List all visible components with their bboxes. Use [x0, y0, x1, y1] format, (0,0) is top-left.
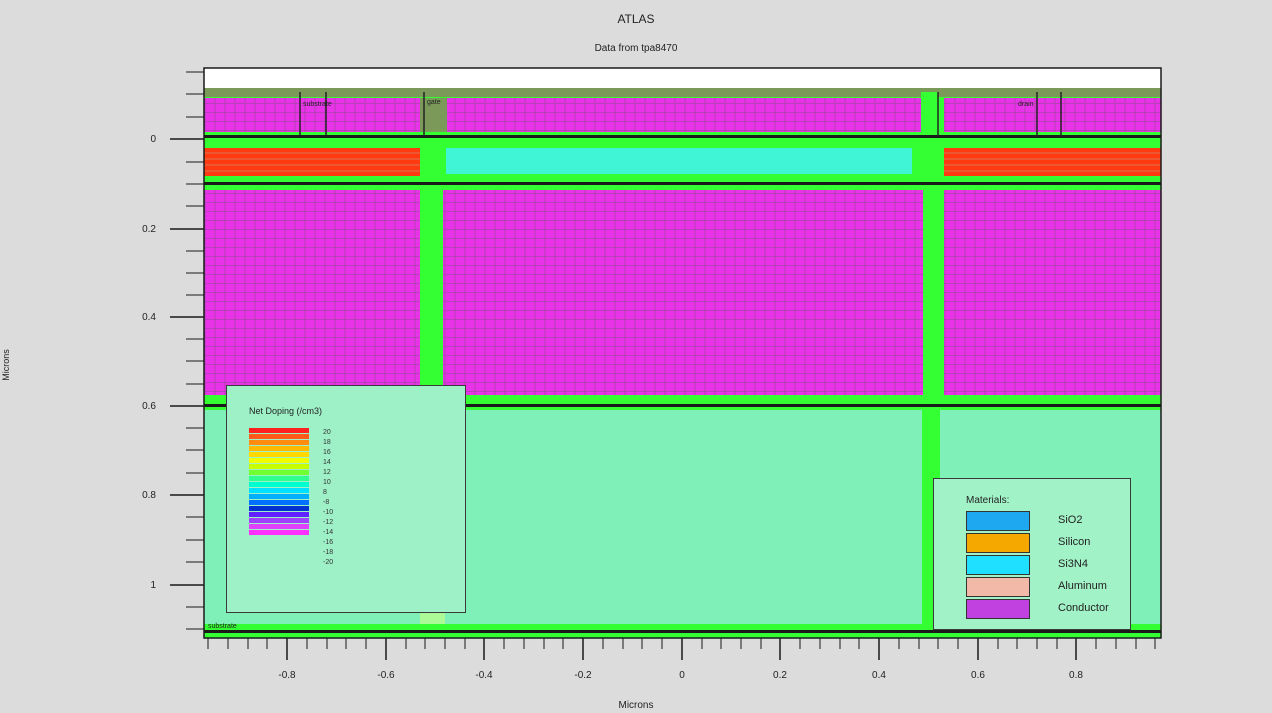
contour-color-band	[249, 428, 309, 433]
region-label: substrate	[208, 623, 237, 630]
contour-value: 16	[323, 449, 331, 456]
x-tick-label: 0.8	[1069, 670, 1083, 681]
material-label: Silicon	[1058, 536, 1091, 548]
material-swatch	[966, 511, 1030, 531]
x-tick-labels: -0.8 -0.6 -0.4 -0.2 0 0.2 0.4 0.6 0.8	[278, 670, 1083, 681]
y-axis-label: Microns	[0, 349, 11, 381]
material-label: Conductor	[1058, 602, 1109, 614]
y-tick-label: 0	[150, 134, 156, 145]
contour-value: 12	[323, 469, 331, 476]
y-tick-label: 0.4	[142, 312, 156, 323]
contour-color-scale	[249, 428, 309, 598]
x-tick-label: 0.2	[773, 670, 787, 681]
plot-subtitle: Data from tpa8470	[594, 43, 678, 54]
contour-color-band	[249, 530, 309, 535]
top-mesh-right	[944, 98, 1161, 132]
contour-color-band	[249, 512, 309, 517]
y-axis-minor-ticks	[186, 71, 204, 630]
x-axis-ticks	[286, 638, 1077, 660]
y-tick-label: 0.8	[142, 490, 156, 501]
y-axis-ticks	[170, 138, 204, 586]
oxide-layer	[204, 88, 1161, 97]
contour-value: 8	[323, 489, 327, 496]
x-tick-label: -0.8	[278, 670, 296, 681]
x-tick-label: 0	[679, 670, 685, 681]
mesh-center-block	[443, 190, 923, 395]
y-tick-label: 1	[150, 580, 156, 591]
top-air-region	[204, 68, 1161, 88]
contour-value: -16	[323, 539, 334, 546]
region-label: drain	[1018, 101, 1034, 108]
contour-value: -18	[323, 549, 334, 556]
contour-legend: Net Doping (/cm3) 20 18 16 14 12 10 8 -8 -10 -12 -…	[226, 385, 466, 613]
mesh-right-block	[944, 190, 1161, 395]
contour-color-band	[249, 458, 309, 463]
contour-color-band	[249, 488, 309, 493]
contour-color-band	[249, 506, 309, 511]
x-tick-label: -0.6	[377, 670, 395, 681]
top-mesh-center	[447, 98, 921, 132]
contour-color-band	[249, 482, 309, 487]
x-axis-minor-ticks	[207, 638, 1156, 649]
contour-color-band	[249, 452, 309, 457]
mesh-left-block	[204, 190, 420, 395]
region-label: substrate	[303, 101, 332, 108]
contour-color-band	[249, 476, 309, 481]
contour-value: -8	[323, 499, 330, 506]
contour-color-band	[249, 440, 309, 445]
interface-line-top	[204, 135, 1161, 138]
material-label: SiO2	[1058, 514, 1083, 526]
gate-spacer-right	[921, 92, 938, 137]
si3n4-region	[446, 148, 912, 174]
contour-legend-title: Net Doping (/cm3)	[249, 406, 323, 416]
y-tick-label: 0.2	[142, 224, 156, 235]
top-mesh-left	[204, 98, 420, 132]
material-label: Aluminum	[1058, 580, 1107, 592]
material-swatch	[966, 533, 1030, 553]
plot-title: ATLAS	[617, 12, 655, 26]
y-tick-label: 0.6	[142, 401, 156, 412]
contour-value: -14	[323, 529, 334, 536]
contour-value: 20	[323, 429, 331, 436]
contour-color-band	[249, 464, 309, 469]
material-swatch	[966, 577, 1030, 597]
interface-line-base	[204, 630, 1161, 633]
x-tick-label: -0.2	[574, 670, 592, 681]
y-tick-labels: 0 0.2 0.4 0.6 0.8 1	[142, 134, 156, 591]
contour-value: -10	[323, 509, 334, 516]
materials-legend-title: Materials:	[966, 495, 1010, 506]
x-tick-label: -0.4	[475, 670, 493, 681]
contour-value: 18	[323, 439, 331, 446]
contour-color-band	[249, 434, 309, 439]
contour-color-band	[249, 524, 309, 529]
gate-region-left	[204, 148, 420, 176]
interface-line-bottom	[204, 404, 1161, 407]
contour-value: -20	[323, 559, 334, 566]
contour-value-labels: 20 18 16 14 12 10 8 -8 -10 -12 -14 -16 -18 -20	[323, 428, 333, 568]
materials-legend: Materials: SiO2 Silicon Si3N4 Aluminum C…	[933, 478, 1131, 630]
interface-line-mid	[204, 182, 1161, 185]
material-swatch	[966, 599, 1030, 619]
gate-region-right	[944, 148, 1161, 176]
x-axis-label: Microns	[618, 700, 654, 711]
x-tick-label: 0.6	[971, 670, 985, 681]
x-tick-label: 0.4	[872, 670, 886, 681]
contour-color-band	[249, 494, 309, 499]
contour-value: 14	[323, 459, 331, 466]
material-swatch	[966, 555, 1030, 575]
region-label: gate	[427, 99, 441, 106]
contour-color-band	[249, 518, 309, 523]
contour-value: -12	[323, 519, 334, 526]
material-label: Si3N4	[1058, 558, 1088, 570]
contour-color-band	[249, 446, 309, 451]
contour-color-band	[249, 470, 309, 475]
contour-value: 10	[323, 479, 331, 486]
contour-color-band	[249, 500, 309, 505]
